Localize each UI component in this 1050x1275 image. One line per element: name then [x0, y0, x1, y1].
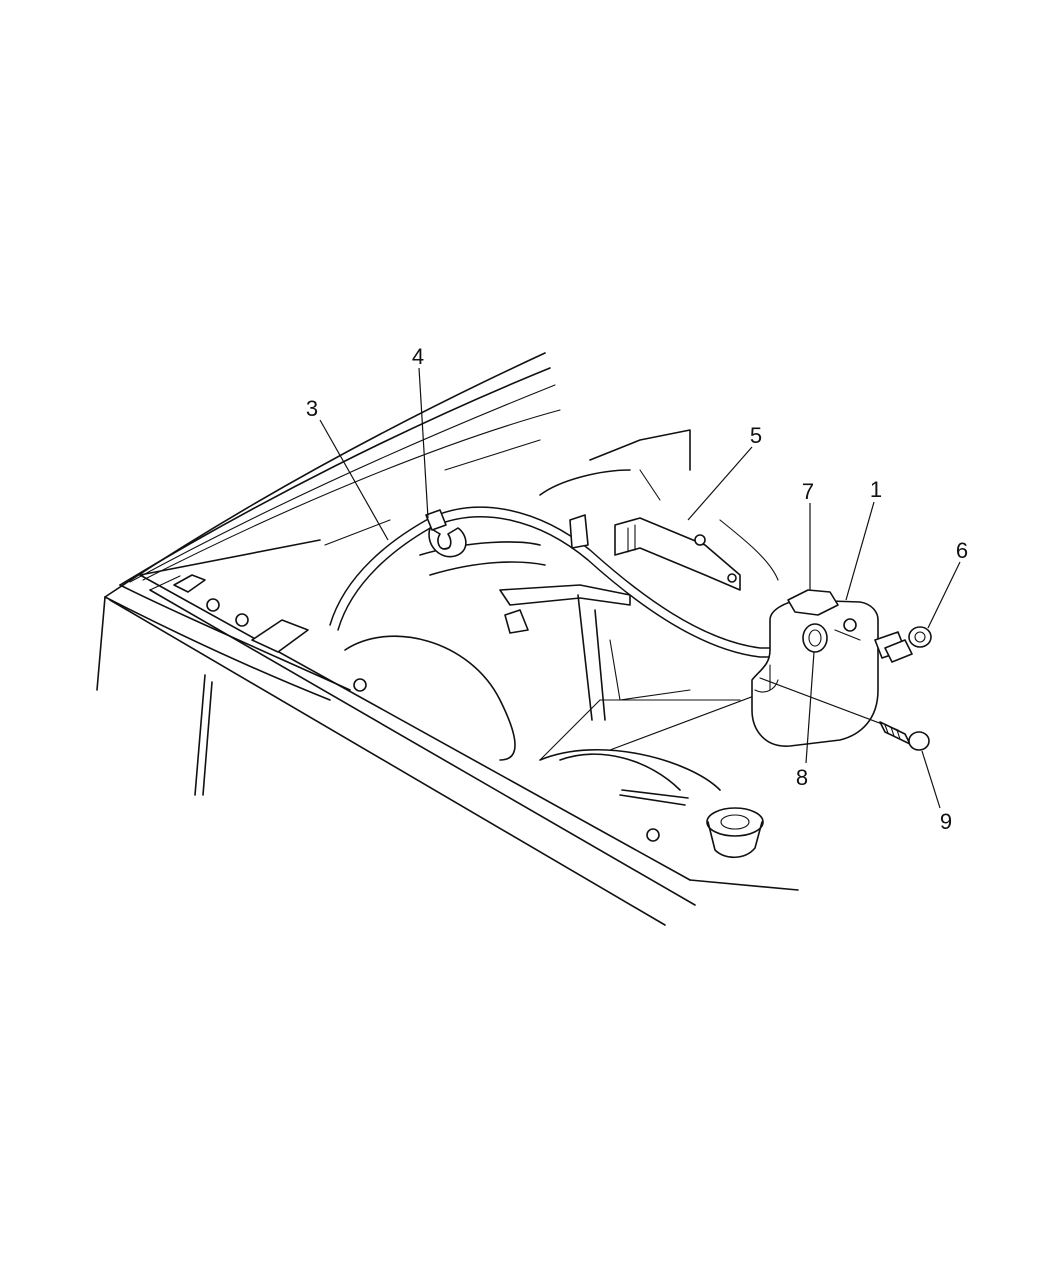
hood-outline: [96, 352, 799, 926]
washer-hose: [329, 506, 809, 658]
engine-compartment: [344, 429, 779, 859]
callout-5: 5: [750, 423, 762, 448]
callout-7: 7: [802, 479, 814, 504]
nut-icon: [206, 598, 660, 842]
mounting-bolt: [759, 677, 930, 751]
hose-clip: [425, 509, 467, 558]
cowl-hardware: [173, 574, 660, 842]
electrical-connector: [884, 626, 932, 663]
callout-1: 1: [870, 477, 882, 502]
callout-9: 9: [940, 809, 952, 834]
leader-lines: [319, 367, 961, 809]
callout-8: 8: [796, 765, 808, 790]
callout-4: 4: [412, 344, 424, 369]
callout-labels: 1 3 4 5 6 7 8 9: [306, 344, 968, 834]
washer-reservoir: [751, 589, 906, 747]
reservoir-bracket: [569, 514, 741, 591]
callout-6: 6: [956, 538, 968, 563]
callout-3: 3: [306, 396, 318, 421]
